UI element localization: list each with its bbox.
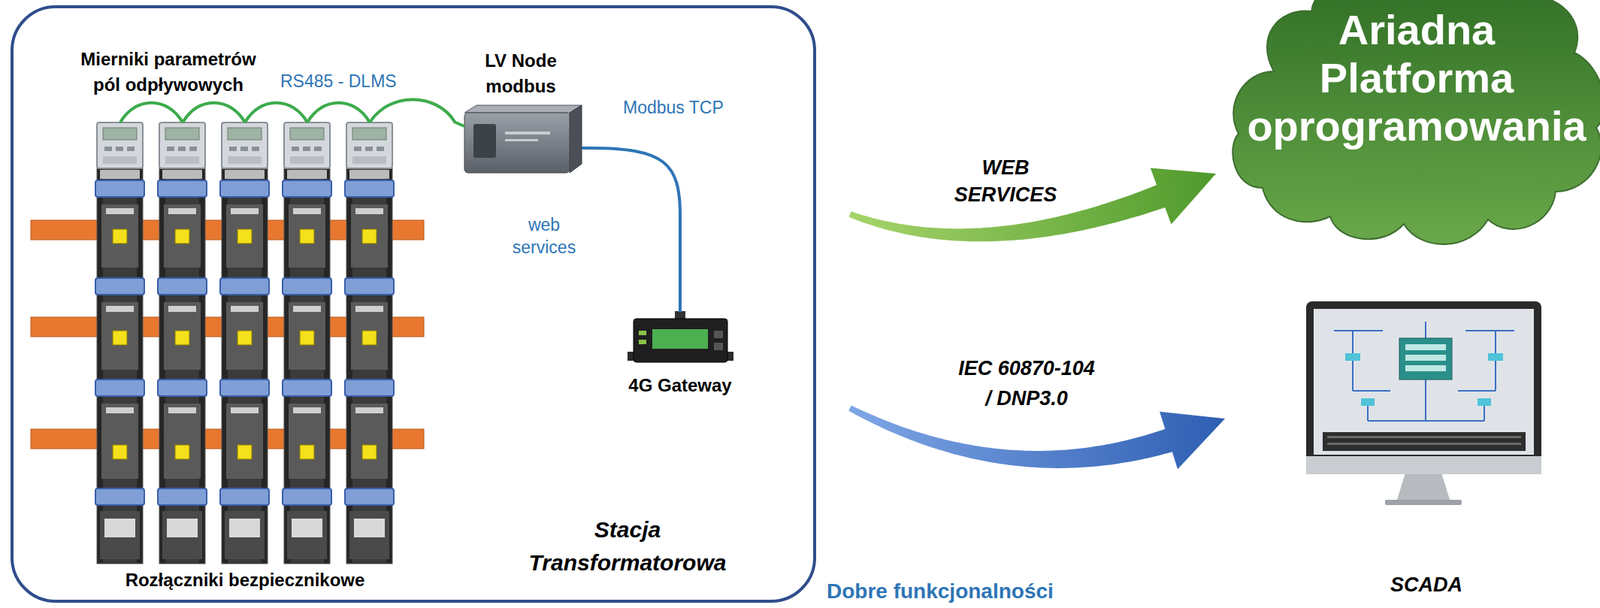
monitor-chin — [1306, 456, 1542, 475]
lv-node-trim — [505, 131, 551, 135]
fuse-switch-rack: Rozłączniki bezpiecznikowe — [90, 169, 400, 598]
lv-node-panel — [473, 124, 497, 158]
feeder-meters-group: Mierniki parametrów pól odpływowych — [41, 46, 370, 170]
feeder-meter — [221, 122, 268, 169]
monitor-bezel — [1306, 301, 1542, 475]
connector-label: WEB SERVICES — [941, 154, 1070, 209]
node-label: Ariadna Platforma oprogramowania — [1240, 6, 1594, 151]
gateway-port — [713, 342, 723, 351]
cable-stub — [453, 121, 465, 127]
screen-symbol — [1345, 353, 1361, 361]
lv-node-trim — [505, 139, 539, 142]
screen-panel — [1399, 338, 1452, 380]
footer-heading: Dobre funkcjonalności — [826, 578, 1143, 605]
gateway-stripe — [652, 329, 708, 349]
node-label: Mierniki parametrów pól odpływowych — [70, 46, 267, 98]
node-label: LV Node modbus — [475, 48, 566, 100]
scada-monitor — [1306, 301, 1542, 506]
cable-stub — [581, 146, 591, 150]
protocol-note: web services — [506, 213, 582, 259]
cloud-outline — [1232, 0, 1600, 252]
fuse-switch-column — [344, 168, 394, 564]
screen-panel-row — [1405, 344, 1446, 351]
screen-symbol — [1477, 398, 1492, 406]
gateway-led — [638, 339, 647, 345]
fuse-switch-column — [157, 168, 207, 564]
telecontrol-arrow — [848, 405, 1225, 469]
node-label: Rozłączniki bezpiecznikowe — [90, 568, 400, 592]
node-label: Stacja Transformatorowa — [518, 513, 737, 580]
scada-workstation: SCADA — [1240, 296, 1556, 602]
feeder-meter — [96, 122, 143, 169]
substation-enclosure: Stacja Transformatorowa Mierniki parametr… — [10, 5, 817, 603]
feeder-meter — [346, 122, 393, 169]
screen-event-row — [1327, 435, 1522, 439]
gateway-led — [638, 330, 647, 336]
node-label: 4G Gateway — [623, 374, 737, 397]
web-services-arrow — [849, 168, 1216, 242]
gateway-port — [713, 330, 723, 339]
connector-label: IEC 60870-104 / DNP3.0 — [954, 353, 1099, 414]
monitor-base — [1385, 499, 1462, 506]
monitor-stand — [1396, 472, 1451, 503]
screen-panel-row — [1405, 365, 1446, 372]
modbus-tcp-cable — [589, 148, 681, 312]
gateway-body — [633, 318, 728, 363]
fuse-switch-column — [282, 168, 332, 564]
lv-node-front — [464, 112, 570, 173]
cloud-shape — [1232, 0, 1600, 245]
software-platform-cloud: Ariadna Platforma oprogramowania — [1232, 0, 1600, 252]
connector-label: Modbus TCP — [623, 96, 774, 118]
gateway-4g-device: 4G Gateway — [623, 311, 737, 399]
lv-node-box — [453, 105, 591, 173]
fuse-switch-column — [95, 168, 145, 564]
rs485-daisy-chain — [120, 102, 370, 123]
screen-event-row — [1327, 442, 1522, 445]
screen-panel-row — [1405, 354, 1446, 361]
lv-node-device: LV Node modbus — [454, 46, 590, 178]
monitor-screen — [1313, 308, 1534, 455]
screen-event-table — [1322, 432, 1526, 451]
connector-label: RS485 - DLMS — [280, 70, 446, 92]
node-label: SCADA — [1351, 571, 1502, 599]
screen-schematic-lines — [1333, 321, 1515, 421]
screen-symbol — [1488, 353, 1504, 361]
lv-node-side — [569, 105, 582, 173]
rs485-link — [369, 99, 455, 123]
fuse-switch-column — [220, 168, 270, 564]
screen-symbol — [1361, 398, 1375, 406]
gateway-box — [627, 311, 734, 363]
feeder-meter — [159, 122, 206, 169]
feeder-meter — [284, 122, 330, 169]
lv-node-top — [464, 105, 582, 113]
